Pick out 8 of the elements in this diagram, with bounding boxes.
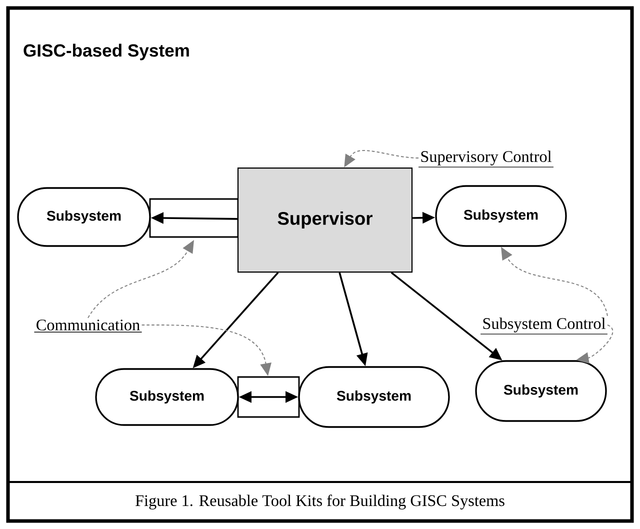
annotation-label: Subsystem Control xyxy=(480,318,608,334)
title: GISC-based System xyxy=(24,44,189,60)
supervisor-box: Supervisor xyxy=(237,167,413,273)
subsystem-box: Subsystem xyxy=(435,185,567,247)
caption: Figure 1. Reusable Tool Kits for Building GISC Systems xyxy=(136,494,504,510)
annotation-label: Supervisory Control xyxy=(418,150,554,168)
subsystem-box: Subsystem xyxy=(475,360,607,422)
annotation-label: Communication xyxy=(34,320,142,332)
